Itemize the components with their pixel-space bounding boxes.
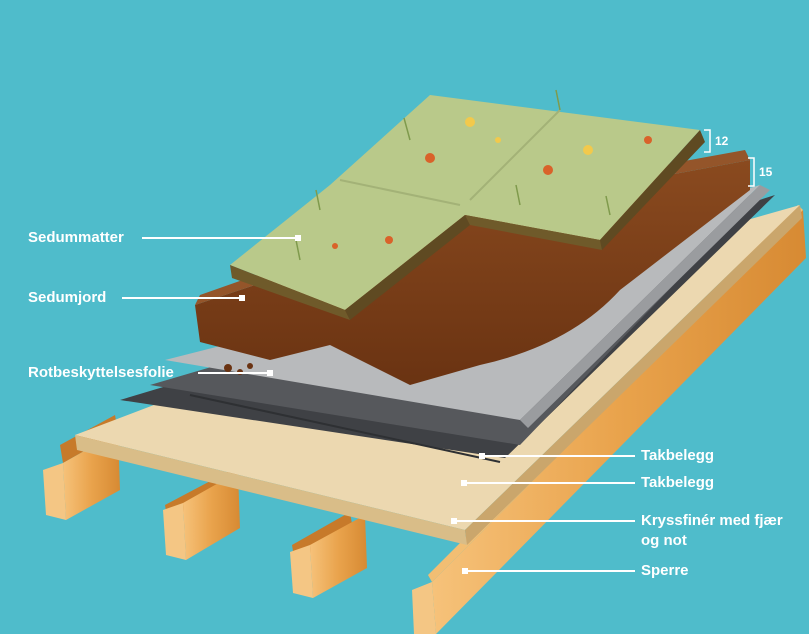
label-sedummatter: Sedummatter — [28, 229, 124, 246]
sedum-mats — [230, 89, 705, 320]
label-sperre: Sperre — [641, 562, 689, 579]
dimension-sedumjord: 15 — [759, 165, 773, 179]
leader-endpoints — [239, 235, 485, 574]
label-kryssfiner: Kryssfinér med fjær og not — [641, 512, 783, 549]
label-rotbeskyttelsesfolie: Rotbeskyttelsesfolie — [28, 364, 174, 381]
leader-lines — [122, 237, 635, 572]
rafter-3 — [290, 512, 367, 598]
dimension-markers — [704, 129, 755, 187]
label-takbelegg-upper: Takbelegg — [641, 447, 715, 464]
dimension-sedummatter: 12 — [715, 134, 729, 148]
label-takbelegg-lower: Takbelegg — [641, 474, 715, 491]
label-sedumjord: Sedumjord — [28, 289, 107, 306]
